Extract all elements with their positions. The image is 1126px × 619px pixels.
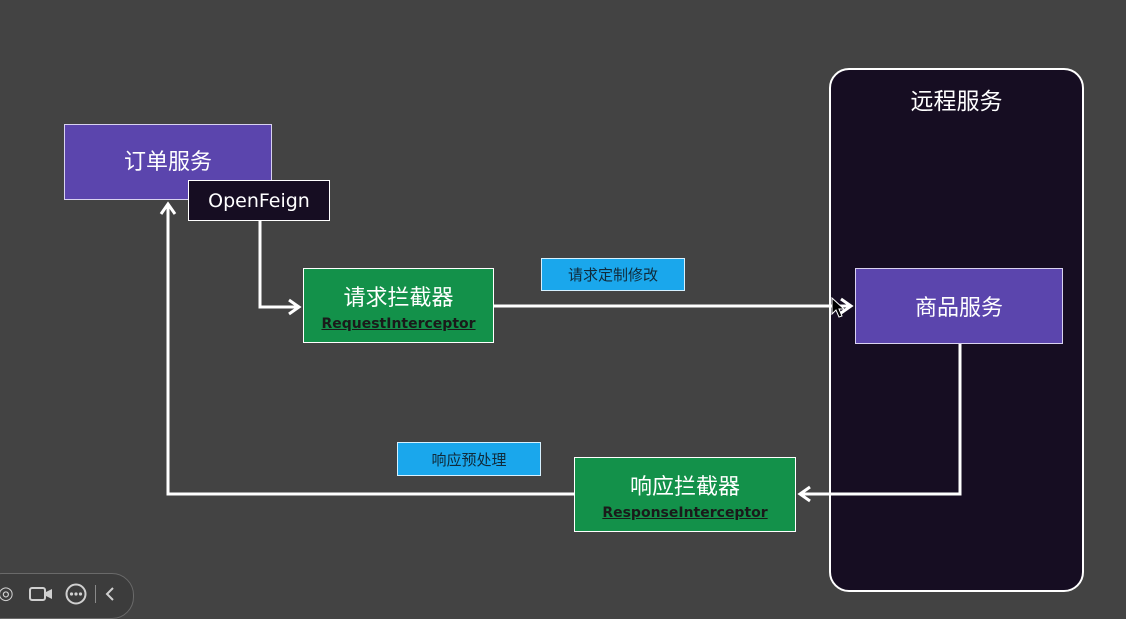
response-interceptor-title: 响应拦截器: [629, 474, 740, 500]
response-interceptor-box: 响应拦截器 ResponseInterceptor: [574, 457, 796, 532]
openfeign-to-request-arrow: [258, 221, 297, 309]
request-interceptor-box: 请求拦截器 RequestInterceptor: [303, 268, 494, 343]
response-note-label: 响应预处理: [431, 450, 507, 469]
openfeign-to-request-arrowhead: [288, 298, 302, 316]
toolbar-divider: [95, 585, 96, 603]
request-to-product-arrowhead: [840, 297, 854, 315]
response-to-order-arrow: [166, 206, 574, 496]
screenshot-icon[interactable]: ◎: [0, 583, 14, 604]
product-service-label: 商品服务: [914, 296, 1003, 321]
response-interceptor-subtitle: ResponseInterceptor: [602, 504, 768, 521]
more-icon[interactable]: [65, 583, 87, 605]
collapse-icon[interactable]: [103, 585, 117, 603]
openfeign-label: OpenFeign: [208, 189, 310, 212]
request-interceptor-title: 请求拦截器: [343, 285, 454, 311]
remote-service-title: 远程服务: [910, 89, 1003, 115]
camera-icon[interactable]: [29, 585, 53, 603]
order-service-label: 订单服务: [123, 150, 212, 175]
product-to-response-arrowhead: [797, 485, 811, 503]
response-to-order-arrowhead: [159, 201, 177, 215]
request-interceptor-subtitle: RequestInterceptor: [321, 315, 476, 332]
openfeign-box: OpenFeign: [188, 180, 330, 221]
mouse-cursor-icon: [831, 296, 846, 318]
request-note-box: 请求定制修改: [541, 258, 685, 291]
product-service-box: 商品服务: [855, 268, 1063, 344]
request-note-label: 请求定制修改: [567, 266, 658, 284]
response-note-box: 响应预处理: [397, 442, 541, 476]
product-to-response-arrow: [802, 344, 962, 496]
